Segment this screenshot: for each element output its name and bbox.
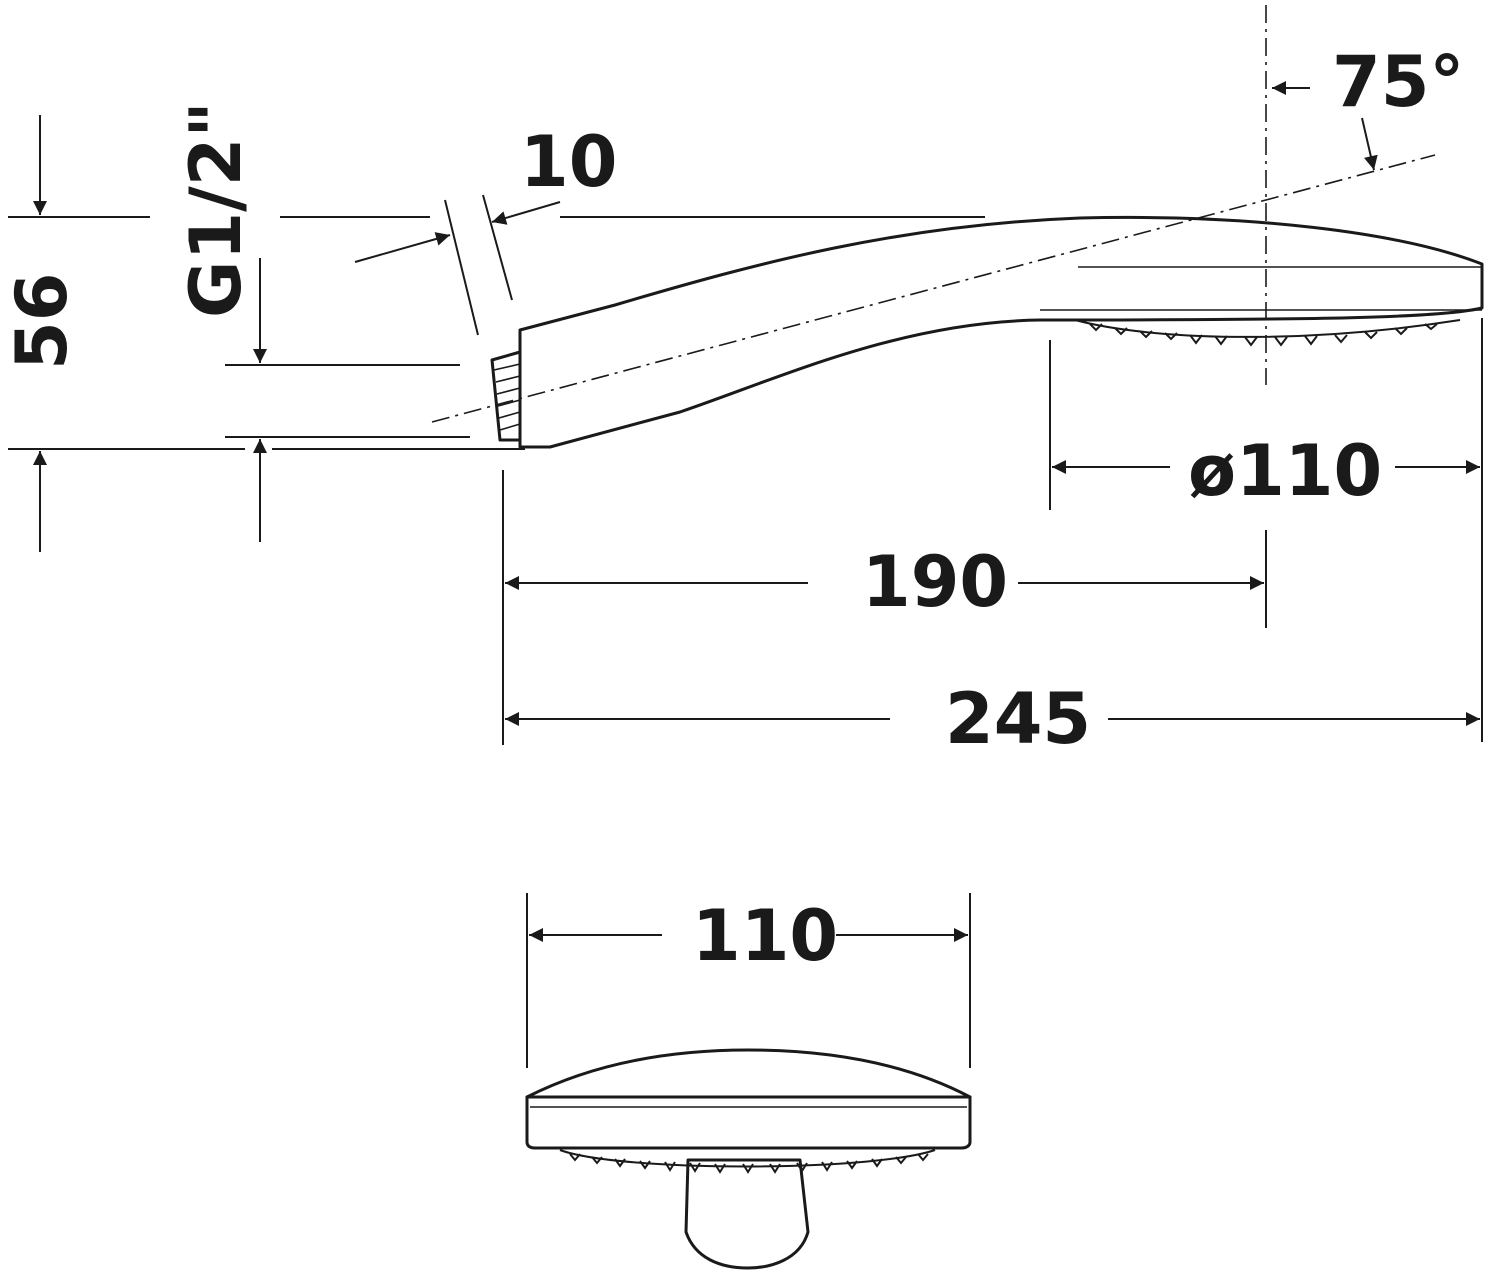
angle-label: 75°	[1332, 41, 1464, 123]
angle-dimension: 75°	[1272, 41, 1464, 171]
height-dimension: 56	[1, 115, 525, 552]
head-diameter-label: ø110	[1188, 430, 1382, 512]
handle-body	[518, 215, 1484, 449]
nozzle-row-side	[1074, 319, 1461, 347]
thread-label: G1/2"	[175, 101, 257, 318]
total-length-label: 245	[945, 678, 1091, 760]
height-label: 56	[1, 273, 83, 370]
front-width-label: 110	[692, 895, 838, 977]
thread-offset-dimension: 10	[354, 121, 985, 336]
front-width-dimension: 110	[526, 893, 971, 1068]
front-face-plate	[525, 1095, 972, 1150]
front-stem	[684, 1158, 810, 1270]
handle-axis-line	[431, 154, 1436, 423]
total-length-dimension: 245	[505, 678, 1480, 760]
front-dome	[525, 1048, 972, 1099]
center-length-label: 190	[862, 541, 1008, 623]
side-view	[431, 5, 1484, 449]
center-length-dimension: 190	[502, 470, 1267, 745]
thread-offset-label: 10	[520, 121, 617, 203]
thread-dimension: G1/2"	[175, 101, 470, 542]
thread-connector	[490, 350, 522, 442]
nozzle-row-front	[559, 1149, 936, 1174]
head-diameter-dimension: ø110	[1049, 318, 1483, 742]
front-view	[525, 1048, 972, 1270]
